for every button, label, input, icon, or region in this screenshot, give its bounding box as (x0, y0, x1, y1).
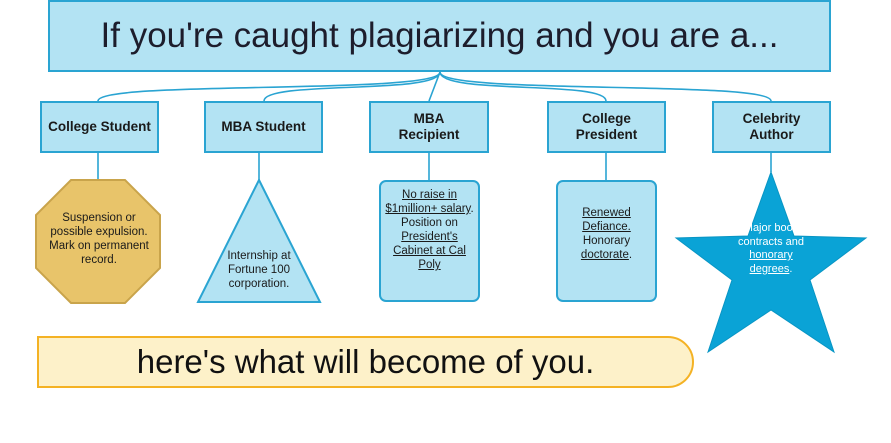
category-label: MBA Student (221, 119, 306, 134)
conclusion-box: here's what will become of you. (37, 336, 694, 388)
category-college-president: College President (547, 101, 666, 153)
connector-mba-recipient (428, 71, 441, 102)
category-celebrity-author: Celebrity Author (712, 101, 831, 153)
outcome-text: Honorary (582, 235, 631, 247)
category-mba-student: MBA Student (204, 101, 323, 153)
outcome-mba-recipient: No raise in $1million+ salary. Position … (385, 188, 474, 272)
category-label: College Student (48, 119, 151, 134)
connector-college-student (97, 71, 441, 102)
outcome-college-president-box (556, 180, 657, 302)
outcome-text-end: . (789, 262, 793, 275)
outcome-mba-student: Internship at Fortune 100 corporation. (227, 250, 291, 290)
connector-celebrity-author (439, 71, 772, 102)
title-text: If you're caught plagiarizing and you ar… (100, 16, 779, 55)
outcome-text: . Position on (401, 203, 474, 229)
link-presidents-cabinet[interactable]: President's Cabinet at Cal Poly (393, 231, 466, 271)
triangle-shape (196, 177, 322, 303)
outcome-text-end: . (628, 249, 633, 261)
connector-mba-student (263, 71, 441, 102)
link-honorary-degrees[interactable]: honorary degrees (749, 249, 793, 275)
link-honorary-doctorate[interactable]: doctorate (580, 249, 629, 261)
outcome-mba-recipient-box (379, 180, 480, 302)
category-mba-recipient: MBA Recipient (369, 101, 489, 153)
outcome-text: Major book contracts and (737, 222, 805, 248)
title-box: If you're caught plagiarizing and you ar… (48, 0, 831, 72)
category-label: MBA Recipient (398, 111, 460, 142)
outcome-college-student: Suspension or possible expulsion. Mark o… (49, 212, 149, 266)
outcome-college-president: Renewed Defiance. Honorary doctorate. (568, 206, 645, 262)
star-shape (674, 170, 868, 354)
link-no-raise[interactable]: No raise in $1million+ salary (385, 189, 471, 215)
category-label: College President (575, 111, 638, 142)
conclusion-text: here's what will become of you. (136, 343, 595, 380)
category-college-student: College Student (40, 101, 159, 153)
connector-college-president (439, 71, 607, 102)
category-label: Celebrity Author (742, 111, 801, 142)
outcome-celebrity-author: Major book contracts and honorary degree… (731, 222, 811, 276)
link-renewed-defiance[interactable]: Renewed Defiance. (582, 207, 631, 233)
octagon-shape (35, 179, 161, 304)
